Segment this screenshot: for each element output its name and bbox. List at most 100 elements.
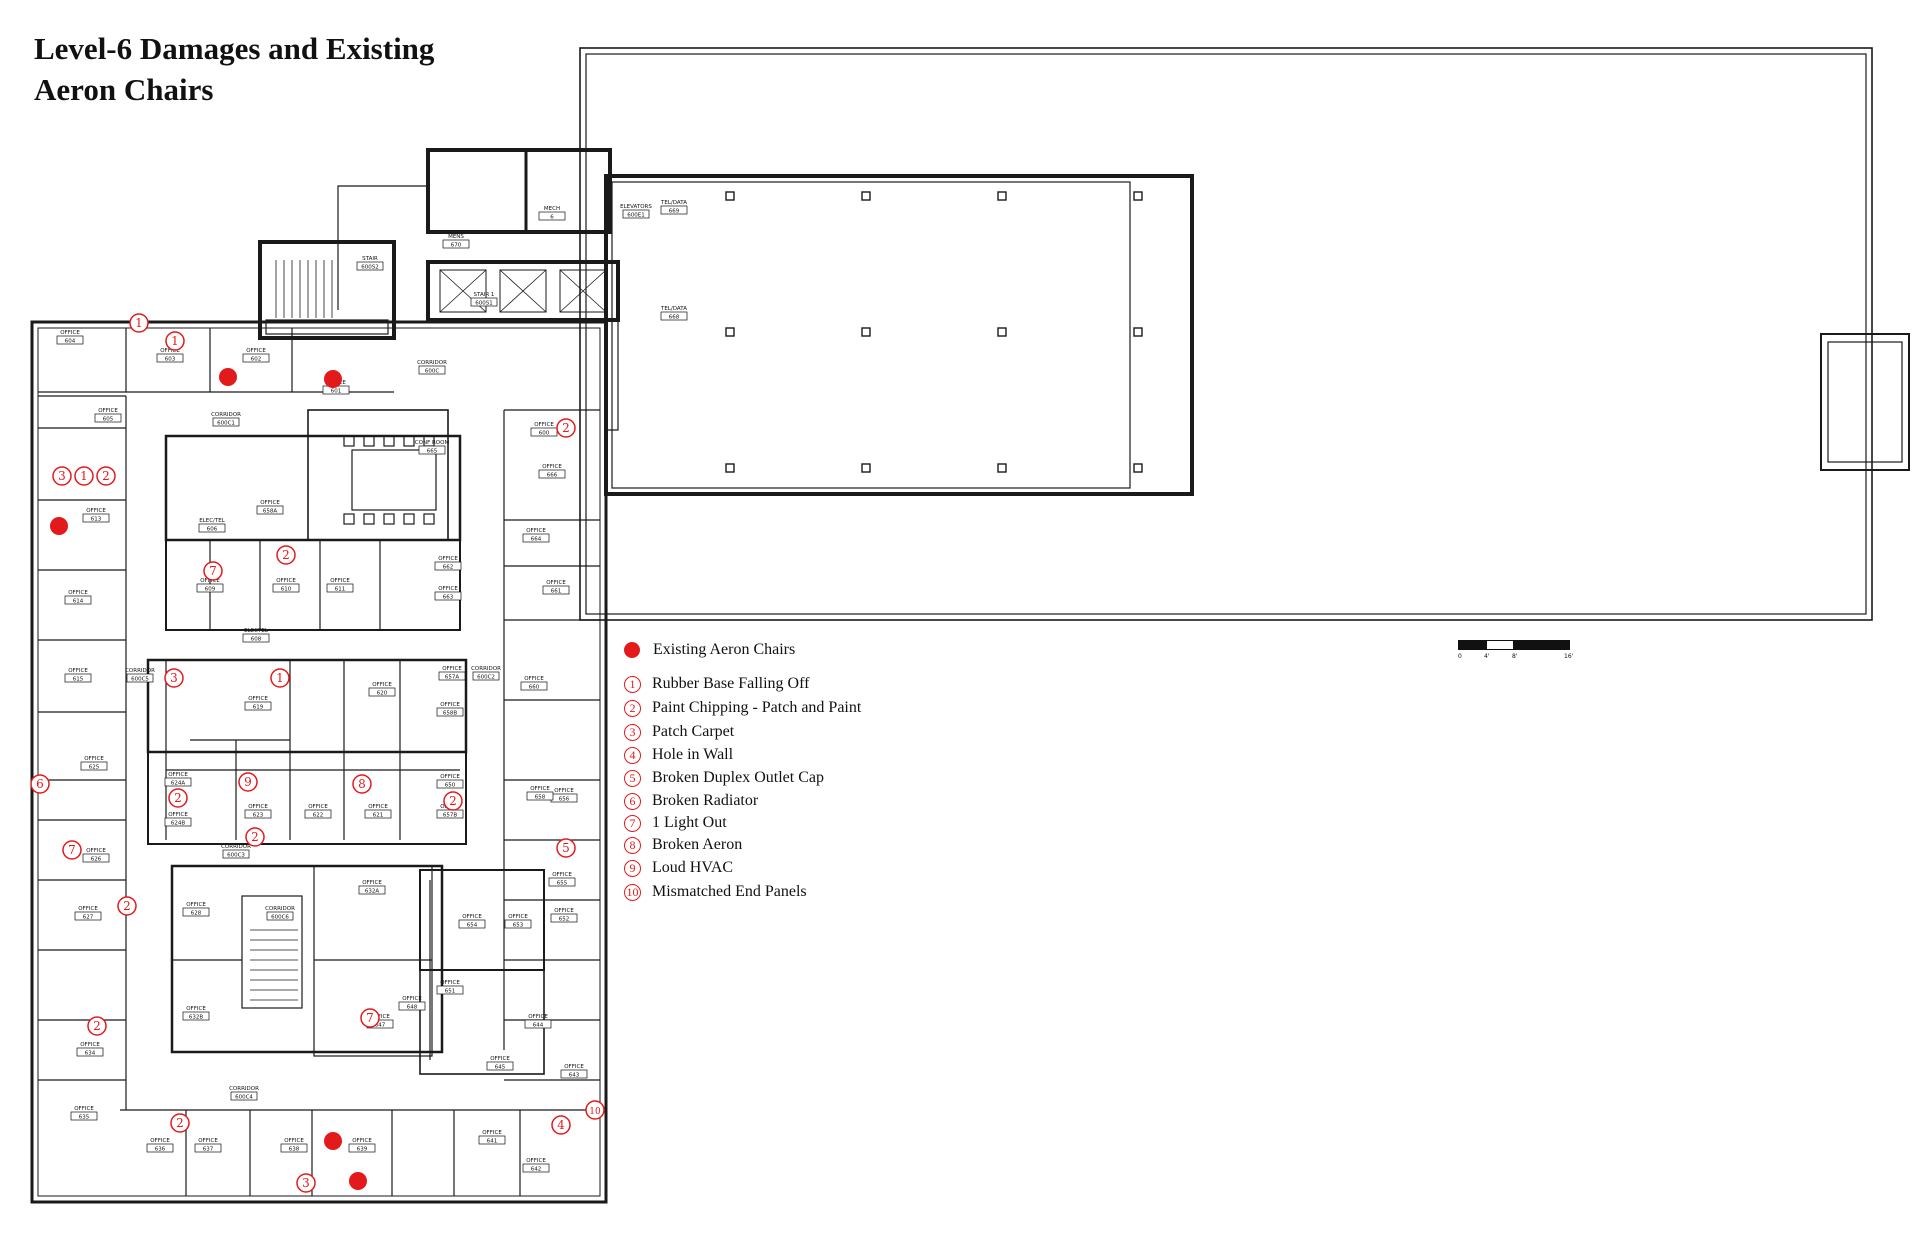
room-number: 650 — [445, 783, 456, 789]
room-name: OFFICE — [490, 1056, 510, 1062]
damage-marker-circle — [238, 772, 258, 792]
room-number: 648 — [407, 1005, 418, 1011]
damage-marker-number: 2 — [251, 830, 259, 844]
room-number-box — [70, 1111, 98, 1121]
room-name: OFFICE — [542, 464, 562, 470]
room-name: OFFICE — [68, 668, 88, 674]
room-number-box — [182, 907, 210, 917]
room-number-box — [434, 591, 462, 601]
legend-item-label: Broken Radiator — [652, 792, 759, 809]
room-number-box — [146, 1143, 174, 1153]
room-number-box — [436, 985, 464, 995]
room-number: 670 — [451, 243, 462, 249]
damage-marker-circle — [270, 668, 290, 688]
damage-marker-number: 2 — [174, 791, 182, 805]
damage-marker: 2 — [170, 1113, 190, 1133]
damage-marker-number: 5 — [562, 841, 570, 855]
damage-marker-circle — [168, 788, 188, 808]
damage-marker-number: 3 — [170, 671, 178, 685]
legend-item-label: Hole in Wall — [652, 746, 734, 763]
room-number-box — [368, 687, 396, 697]
room-number-box — [470, 297, 498, 307]
room-number: 632B — [189, 1015, 203, 1021]
room-number: 657B — [443, 813, 457, 819]
room-number-box — [164, 817, 192, 827]
room-number-box — [538, 211, 566, 221]
room-number-box — [548, 877, 576, 887]
legend-item-label: Rubber Base Falling Off — [652, 675, 810, 692]
room-number-box — [272, 583, 300, 593]
room-number-box — [486, 1061, 514, 1071]
room-name: OFFICE — [330, 578, 350, 584]
room-name: OFFICE — [482, 1130, 502, 1136]
room-number: 601 — [331, 389, 342, 395]
room-name: OFFICE — [362, 880, 382, 886]
room-number-box — [182, 1011, 210, 1021]
damage-marker-number: 7 — [366, 1011, 374, 1025]
room-number: 664 — [531, 537, 542, 543]
room-number: 660 — [529, 685, 540, 691]
title-line-2: Aeron Chairs — [34, 72, 214, 107]
damage-marker-number: 1 — [171, 334, 179, 348]
room-number: 666 — [547, 473, 558, 479]
room-number-box — [442, 239, 470, 249]
room-number: 615 — [73, 677, 84, 683]
room-name: OFFICE — [526, 528, 546, 534]
roof-hatch-outer — [1820, 333, 1910, 471]
aeron-chair-dot — [324, 1132, 342, 1150]
damage-marker: 2 — [96, 466, 116, 486]
room-name: OFFICE — [524, 676, 544, 682]
aeron-chair-dot — [50, 517, 68, 535]
room-number: 627 — [83, 915, 94, 921]
room-label: OFFICE 660 — [520, 676, 548, 691]
room-name: ELEC/TEL — [199, 518, 226, 524]
room-number: 6 — [550, 215, 554, 221]
room-name: OFFICE — [168, 772, 188, 778]
damage-number-icon: 1 — [624, 675, 641, 693]
room-name: CORRIDOR — [221, 844, 251, 850]
damage-marker-circle — [276, 545, 296, 565]
room-name: TEL/DATA — [660, 306, 687, 312]
room-number: 639 — [357, 1147, 368, 1153]
room-number: 642 — [531, 1167, 542, 1173]
room-number: 654 — [467, 923, 478, 929]
room-name: STAIR 1 — [474, 292, 495, 298]
room-number-box — [164, 777, 192, 787]
stair-1 — [258, 240, 396, 340]
damage-marker-number: 2 — [282, 548, 290, 562]
damage-marker: 1 — [270, 668, 290, 688]
restroom-core — [426, 148, 612, 234]
room-number: 611 — [335, 587, 346, 593]
room-number-box — [622, 209, 650, 219]
room-number-box — [76, 1047, 104, 1057]
room-name: CORRIDOR — [265, 906, 295, 912]
room-name: CORRIDOR — [417, 360, 447, 366]
room-name: TEL/DATA — [660, 200, 687, 206]
room-number-box — [242, 633, 270, 643]
damage-marker-number: 2 — [93, 1019, 101, 1033]
damage-marker-circle — [96, 466, 116, 486]
